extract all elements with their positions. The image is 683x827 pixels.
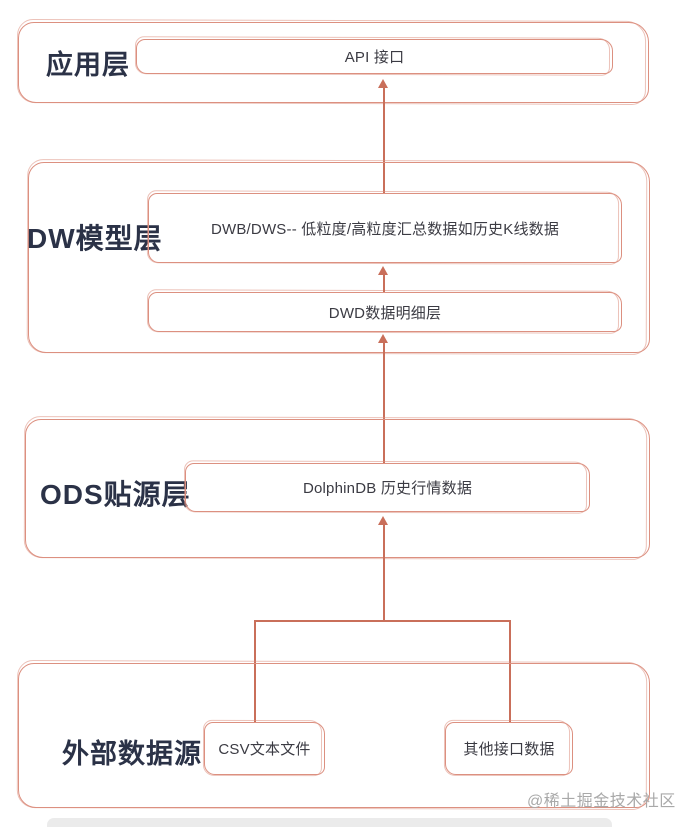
arrowhead-sources-to-ods-icon [378,516,388,525]
node-dolphindb: DolphinDB 历史行情数据 [185,463,590,512]
arrow-line-ods-to-dwd [383,342,385,463]
node-dwd-text: DWD数据明细层 [328,304,442,322]
node-api: API 接口 [136,39,613,74]
node-api-text: API 接口 [344,49,405,66]
node-other-api-data-text: 其他接口数据 [463,741,555,758]
arrowhead-dwd-to-dwb-icon [378,266,388,275]
node-dolphindb-text: DolphinDB 历史行情数据 [302,480,473,497]
arrow-line-sources-to-ods [383,524,385,621]
node-csv-file-text: CSV文本文件 [218,741,311,758]
node-csv-file: CSV文本文件 [204,722,325,775]
connector-fork-horizontal [254,620,511,622]
layer-label-dw-model: DW模型层 [27,223,163,254]
layer-box-ods [25,419,650,558]
watermark: @稀土掘金技术社区 [527,793,676,810]
layer-box-external-sources [18,663,650,808]
layer-box-dw-model [28,162,650,353]
arrow-line-dw-to-app [383,87,385,193]
layer-label-external-sources: 外部数据源 [62,739,202,769]
arrowhead-ods-to-dwd-icon [378,334,388,343]
node-dwb-dws-text: DWB/DWS-- 低粒度/高粒度汇总数据如历史K线数据 [210,220,560,238]
node-dwd: DWD数据明细层 [148,292,622,332]
code-block-edge [47,818,612,827]
layer-box-application [18,22,649,103]
layer-label-ods: ODS贴源层 [40,479,191,510]
node-other-api-data: 其他接口数据 [445,722,573,775]
layer-label-application: 应用层 [46,50,130,80]
node-dwb-dws: DWB/DWS-- 低粒度/高粒度汇总数据如历史K线数据 [148,193,622,263]
arrow-line-dwd-to-dwb [383,274,385,292]
arrowhead-dw-to-app-icon [378,79,388,88]
